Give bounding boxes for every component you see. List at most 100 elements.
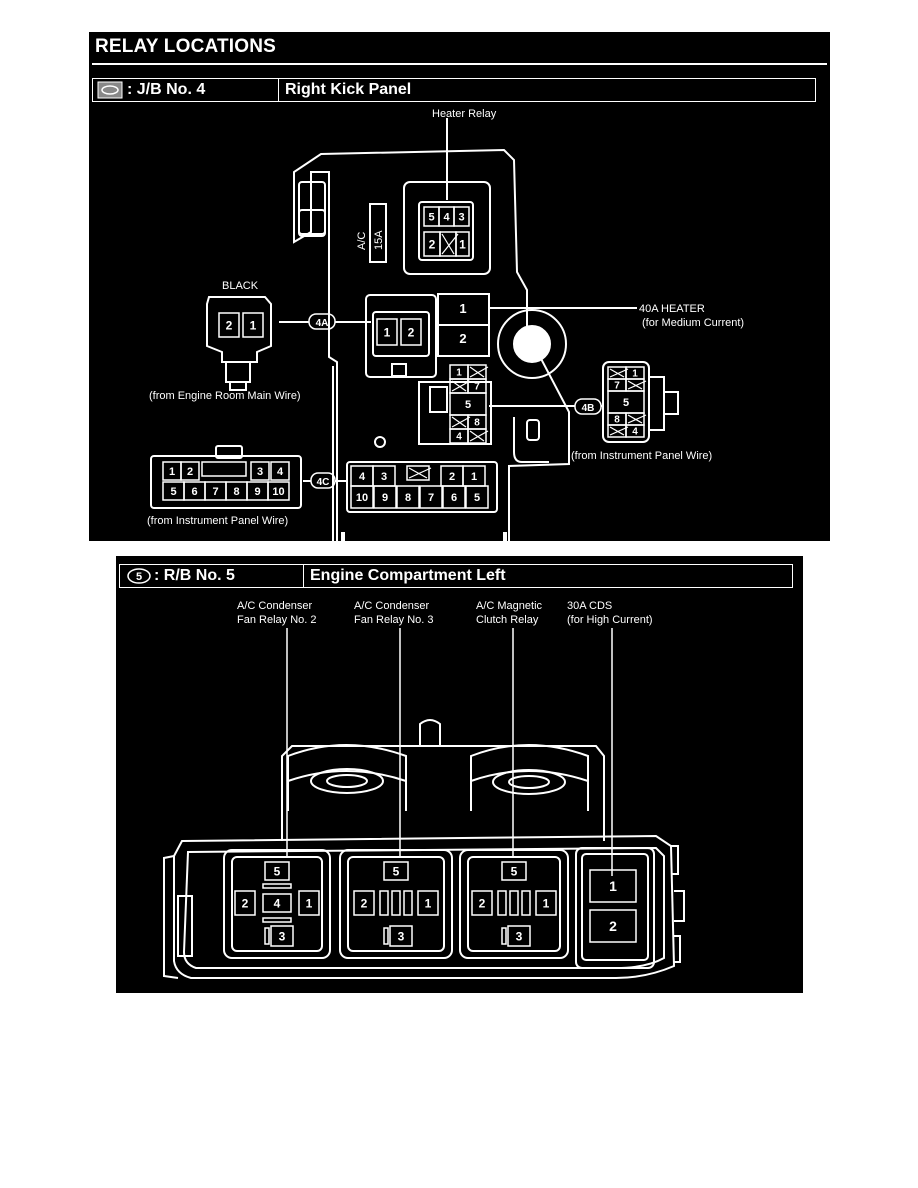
left-ip-pin: 4 bbox=[270, 461, 290, 481]
svg-text:5: 5 bbox=[393, 864, 400, 878]
svg-text:3: 3 bbox=[381, 471, 387, 483]
jb4-code: : J/B No. 4 bbox=[127, 81, 206, 98]
center-grid-pin: 1 bbox=[449, 364, 469, 380]
relay-1-pin-slot bbox=[262, 917, 292, 923]
svg-text:1: 1 bbox=[306, 896, 313, 910]
rb5-code: : R/B No. 5 bbox=[154, 567, 235, 584]
left-ip-pin: 9 bbox=[246, 481, 269, 501]
fan-relay-2-socket bbox=[223, 849, 331, 959]
svg-text:4B: 4B bbox=[582, 403, 595, 414]
svg-text:3: 3 bbox=[257, 466, 263, 478]
conn-4a-pin: 2 bbox=[400, 318, 422, 346]
left-ip-pin: 2 bbox=[180, 461, 200, 481]
rb5-location: Engine Compartment Left bbox=[310, 567, 506, 584]
relay-1-pin: 3 bbox=[270, 925, 294, 947]
relay-1-pin-slot bbox=[264, 927, 270, 945]
conn-4b-blank-pin bbox=[625, 412, 647, 426]
jb4-panel: RELAY LOCATIONS : J/B No. 4 Right Kick P… bbox=[89, 32, 830, 541]
black-connector-pin: 1 bbox=[242, 312, 264, 338]
conn-4c-pin: 1 bbox=[462, 465, 486, 487]
jb4-diagram: Heater Relay A/C 15A BLACK 40A HEATER (f… bbox=[147, 108, 744, 541]
jb4-header: : J/B No. 4 Right Kick Panel bbox=[92, 78, 816, 102]
svg-text:7: 7 bbox=[614, 381, 620, 392]
relay-1-pin: 5 bbox=[264, 861, 290, 881]
svg-text:5: 5 bbox=[623, 397, 629, 409]
conn-4a-pin: 1 bbox=[376, 318, 398, 346]
svg-text:2: 2 bbox=[226, 318, 233, 332]
svg-text:2: 2 bbox=[361, 896, 368, 910]
svg-text:7: 7 bbox=[428, 492, 434, 504]
svg-text:7: 7 bbox=[474, 382, 480, 393]
svg-text:3: 3 bbox=[458, 211, 464, 223]
rb5-diagram: A/C Condenser Fan Relay No. 2 A/C Conden… bbox=[163, 600, 685, 979]
rb5-header: 5 : R/B No. 5 Engine Compartment Left bbox=[119, 564, 793, 588]
title-rule bbox=[92, 63, 827, 65]
svg-text:1: 1 bbox=[609, 878, 617, 894]
svg-text:5: 5 bbox=[170, 486, 176, 498]
left-ip-pin: 6 bbox=[183, 481, 206, 501]
svg-text:5: 5 bbox=[511, 864, 518, 878]
relay-3-pin-slot bbox=[521, 890, 531, 916]
relay-3-pin-slot bbox=[497, 890, 507, 916]
conn-4b-blank-pin bbox=[625, 378, 647, 392]
header-divider bbox=[303, 565, 304, 587]
left-ip-blank-slot bbox=[201, 461, 247, 477]
svg-text:4: 4 bbox=[443, 211, 450, 223]
svg-text:4A: 4A bbox=[316, 318, 329, 329]
conn-4c-pin: 9 bbox=[373, 485, 397, 509]
rb5-panel: 5 : R/B No. 5 Engine Compartment Left bbox=[116, 556, 803, 993]
rb5-block-outline bbox=[173, 834, 676, 979]
conn-4c-pin: 8 bbox=[396, 485, 420, 509]
left-ip-pin: 10 bbox=[267, 481, 290, 501]
svg-text:6: 6 bbox=[191, 486, 197, 498]
black-connector-shell bbox=[206, 296, 272, 363]
left-ip-pin: 7 bbox=[204, 481, 227, 501]
relay-3-line1: A/C Magnetic bbox=[476, 600, 543, 612]
heater-fuse-label-2: (for Medium Current) bbox=[642, 317, 744, 329]
left-ip-connector-shell bbox=[150, 455, 302, 509]
stud-ring bbox=[497, 309, 567, 379]
relay-2-pin: 2 bbox=[353, 890, 375, 916]
relay-3-pin-slot bbox=[509, 890, 519, 916]
svg-text:1: 1 bbox=[471, 471, 477, 483]
conn-4b-pin: 4 bbox=[625, 424, 645, 438]
svg-text:10: 10 bbox=[272, 486, 284, 498]
svg-text:5: 5 bbox=[465, 399, 471, 411]
from-ip-wire-left-label: (from Instrument Panel Wire) bbox=[147, 515, 288, 527]
svg-text:2: 2 bbox=[408, 325, 415, 339]
relay-2-pin: 3 bbox=[389, 925, 413, 947]
conn-4b-pin: 7 bbox=[607, 378, 627, 392]
svg-text:1: 1 bbox=[632, 369, 638, 380]
relay-3-pin: 1 bbox=[535, 890, 557, 916]
conn-4c-pin: 5 bbox=[465, 485, 489, 509]
conn-4a-badge: 4A bbox=[308, 313, 336, 330]
svg-text:2: 2 bbox=[449, 471, 455, 483]
svg-text:2: 2 bbox=[242, 896, 249, 910]
center-grid-pin: 4 bbox=[449, 428, 469, 444]
relay-4-line1: 30A CDS bbox=[567, 600, 612, 612]
svg-text:8: 8 bbox=[405, 492, 411, 504]
heater-relay-label: Heater Relay bbox=[432, 108, 497, 120]
conn-4c-pin: 7 bbox=[419, 485, 443, 509]
conn-4b-pin: 1 bbox=[625, 366, 645, 380]
svg-text:1: 1 bbox=[250, 318, 257, 332]
relay-1-pin-slot bbox=[262, 883, 292, 889]
heater-fuse-label-1: 40A HEATER bbox=[639, 303, 705, 315]
svg-text:1: 1 bbox=[459, 237, 466, 251]
jb4-location: Right Kick Panel bbox=[285, 81, 412, 98]
svg-text:3: 3 bbox=[398, 929, 405, 943]
relay-2-pin-slot bbox=[383, 927, 389, 945]
svg-text:3: 3 bbox=[279, 929, 286, 943]
relay-3-pin-slot bbox=[501, 927, 507, 945]
relay-1-line1: A/C Condenser bbox=[237, 600, 313, 612]
40a-fuse-pin: 1 bbox=[459, 301, 466, 316]
ac-15a-fuse bbox=[369, 203, 387, 263]
relay-4-pin: 1 bbox=[589, 869, 637, 903]
relay-3-line2: Clutch Relay bbox=[476, 614, 539, 626]
svg-text:1: 1 bbox=[169, 466, 175, 478]
left-ip-pin: 8 bbox=[225, 481, 248, 501]
conn-4b-blank-pin bbox=[607, 424, 629, 438]
relay-2-pin-slot bbox=[391, 890, 401, 916]
black-connector-pin: 2 bbox=[218, 312, 240, 338]
jb4-symbol-icon bbox=[97, 81, 123, 99]
